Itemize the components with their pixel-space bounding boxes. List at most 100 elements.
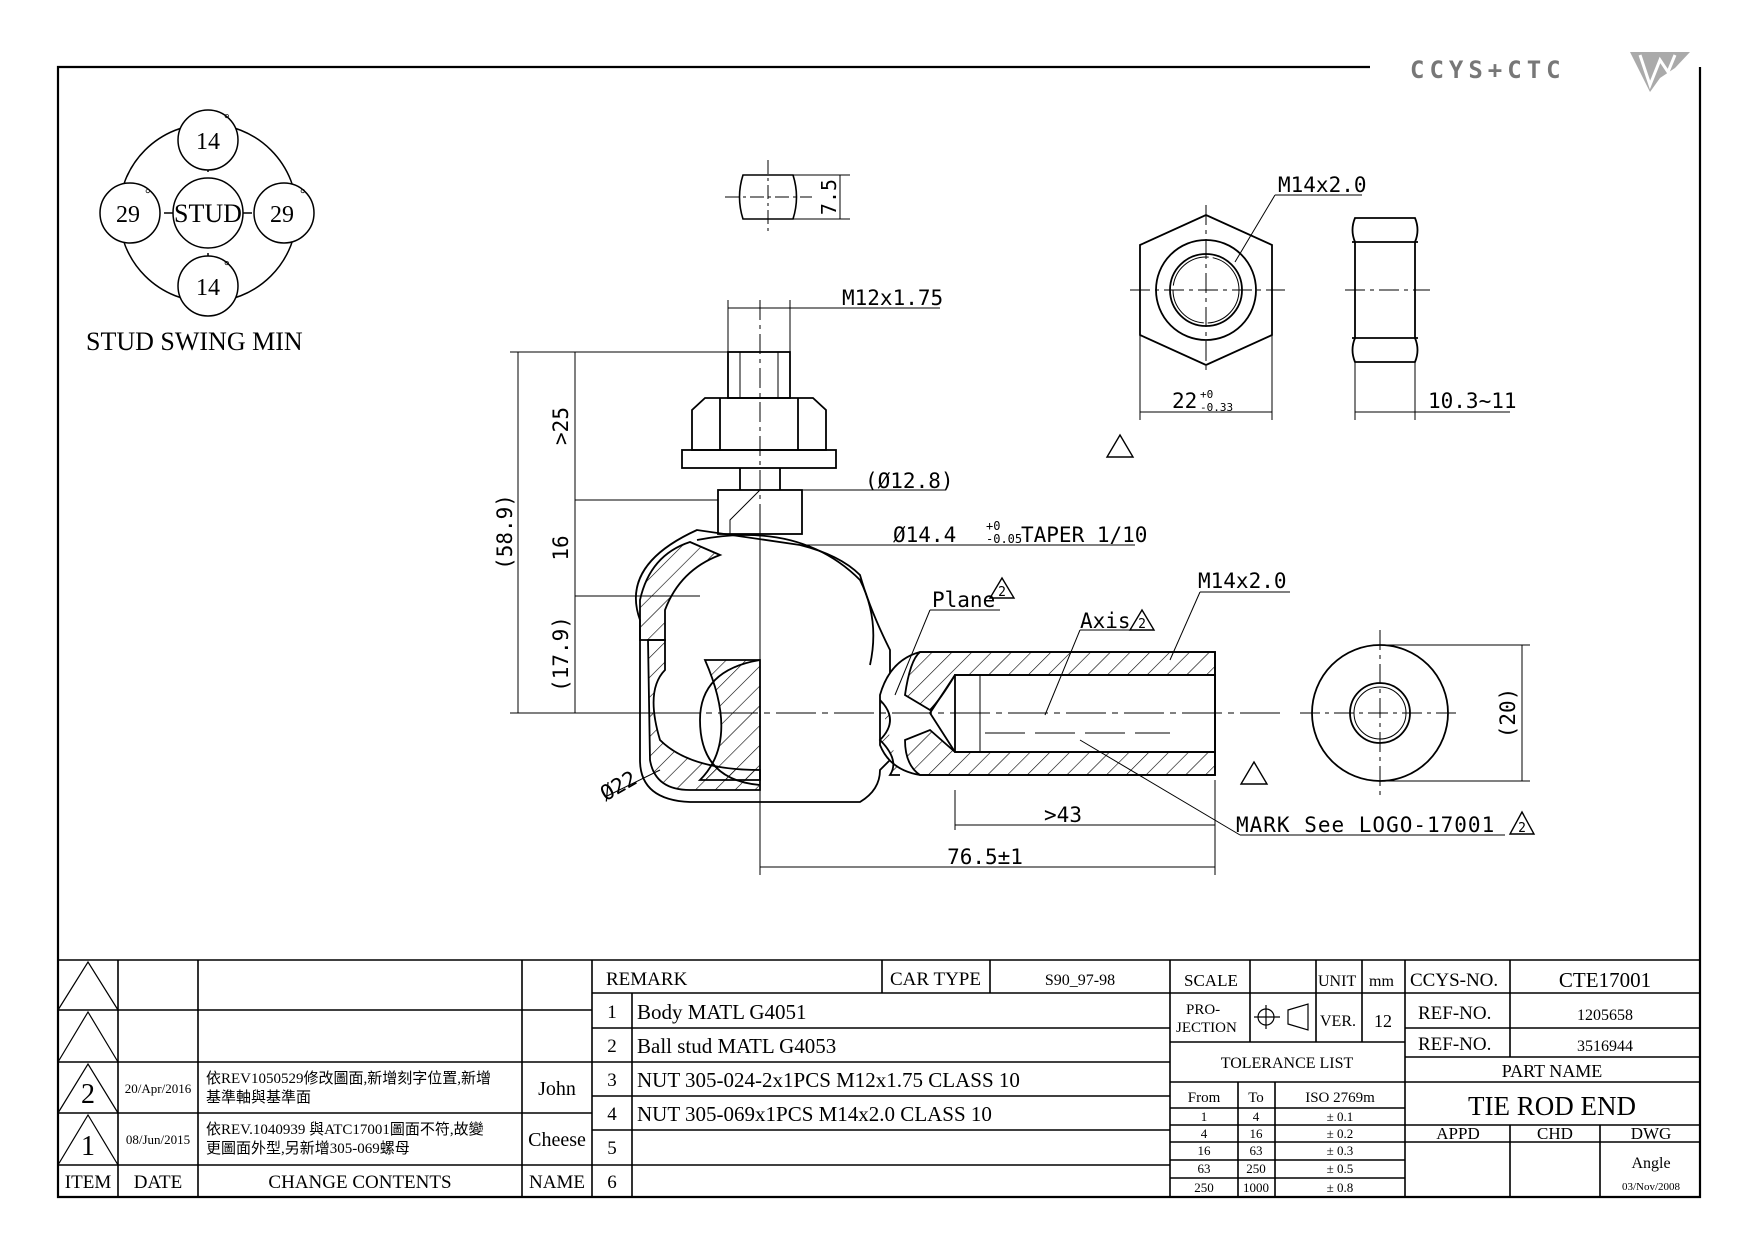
tol-row-1-val: ± 0.1 [1327, 1109, 1354, 1124]
dim-height-25: >25 [549, 407, 573, 445]
ccys-no-value: CTE17001 [1559, 968, 1651, 992]
tolerance-title: TOLERANCE LIST [1221, 1055, 1354, 1072]
rev-row-2-line1: 依REV.1040939 與ATC17001圖面不符,故變 [206, 1121, 484, 1138]
rev-row-1-line1: 依REV1050529修改圖面,新增刻字位置,新增 [206, 1070, 491, 1087]
label-mark: MARK See LOGO-17001 [1236, 813, 1495, 837]
unit-label: UNIT [1318, 973, 1356, 990]
ref2-label: REF-NO. [1418, 1034, 1491, 1055]
remark-3-no: 3 [607, 1070, 617, 1091]
company-logo: CCYS+CTC [1410, 52, 1690, 92]
dim-height-16: 16 [549, 535, 573, 560]
dwg-label: DWG [1631, 1124, 1672, 1143]
remark-5-no: 5 [607, 1138, 617, 1159]
logo-mark-icon [1630, 52, 1690, 92]
dim-height-total: (58.9) [493, 494, 517, 570]
scale-label: SCALE [1184, 971, 1238, 990]
swing-deg-bottom: ° [224, 259, 230, 274]
rev-row-1-date: 20/Apr/2016 [125, 1081, 192, 1096]
swing-top: 14 [196, 129, 220, 155]
swing-center: STUD [174, 199, 242, 228]
dim-taper-tol-up: +0 [986, 519, 1000, 533]
ref2-value: 3516944 [1577, 1038, 1633, 1055]
dwg-date: 03/Nov/2008 [1622, 1181, 1681, 1193]
tol-to-header: To [1248, 1090, 1264, 1106]
rev-row-1-name: John [538, 1078, 576, 1100]
swing-deg-top: ° [224, 112, 230, 127]
ver-value: 12 [1374, 1011, 1392, 1031]
dim-nut-thread: M14x2.0 [1278, 173, 1367, 197]
rev-header-contents: CHANGE CONTENTS [268, 1172, 451, 1193]
remark-2-no: 2 [607, 1036, 617, 1057]
tol-row-5-to: 1000 [1243, 1180, 1269, 1195]
part-name-value: TIE ROD END [1468, 1091, 1636, 1121]
dim-stud-thread: M12x1.75 [842, 286, 943, 310]
title-block-grid [57, 959, 1700, 1197]
ccys-no-label: CCYS-NO. [1410, 970, 1498, 991]
swing-title: STUD SWING MIN [86, 327, 303, 356]
remark-4-no: 4 [607, 1104, 617, 1125]
projection-label-1: PRO- [1186, 1002, 1220, 1018]
dim-taper-tol-lo: -0.05 [986, 532, 1022, 546]
end-view [1300, 630, 1530, 800]
projection-label-2: JECTION [1176, 1020, 1237, 1036]
stud-swing-diagram [99, 109, 315, 317]
dim-nut-af: 22 [1172, 389, 1197, 413]
ref1-label: REF-NO. [1418, 1003, 1491, 1024]
main-dimension-lines [510, 300, 1505, 875]
tol-row-3-to: 63 [1250, 1143, 1263, 1158]
rev-row-2-date: 08/Jun/2015 [126, 1132, 190, 1147]
rev-row-1-item: 2 [81, 1079, 95, 1110]
dim-flat: 7.5 [817, 179, 841, 215]
tol-row-5-val: ± 0.8 [1327, 1180, 1354, 1195]
label-axis: Axis [1080, 609, 1131, 633]
remark-1-no: 1 [607, 1002, 617, 1023]
car-type-value: S90_97-98 [1045, 972, 1115, 989]
tol-row-4-from: 63 [1198, 1161, 1211, 1176]
nut-views [1130, 205, 1430, 375]
dim-len-43: >43 [1044, 803, 1082, 827]
swing-deg-left: ° [145, 187, 151, 202]
rev-mark-axis: 2 [1138, 617, 1146, 632]
tol-row-2-val: ± 0.2 [1327, 1126, 1354, 1141]
rev-mark-plane: 2 [998, 585, 1006, 600]
swing-right: 29 [270, 202, 294, 228]
dim-nut-af-lo: -0.33 [1200, 401, 1233, 414]
rev-header-item: ITEM [65, 1172, 112, 1193]
dim-end-dia: (20) [1496, 688, 1520, 739]
remark-header: REMARK [606, 969, 688, 990]
rev-header-date: DATE [134, 1172, 183, 1193]
tol-row-4-val: ± 0.5 [1327, 1161, 1354, 1176]
tol-row-5-from: 250 [1194, 1180, 1214, 1195]
flat-section [725, 160, 850, 234]
projection-symbol-icon [1254, 1003, 1309, 1031]
tol-row-3-val: ± 0.3 [1327, 1143, 1354, 1158]
tie-rod-end-view [635, 300, 1285, 803]
dim-taper-a: Ø14.4 [893, 523, 956, 547]
part-name-label: PART NAME [1502, 1061, 1602, 1081]
ver-label: VER. [1320, 1013, 1356, 1030]
tol-row-2-to: 16 [1250, 1126, 1264, 1141]
tol-row-2-from: 4 [1201, 1126, 1208, 1141]
dim-len-765: 76.5±1 [947, 845, 1023, 869]
rev-mark-logo: 2 [1518, 821, 1526, 836]
rev-row-2-name: Cheese [528, 1129, 586, 1151]
remark-6-no: 6 [607, 1172, 617, 1193]
chd-label: CHD [1537, 1124, 1573, 1143]
nut-dimension-lines [1139, 194, 1510, 420]
logo-text: CCYS+CTC [1410, 56, 1566, 84]
tol-row-1-from: 1 [1201, 1109, 1208, 1124]
dim-nut-height: 10.3~11 [1428, 389, 1517, 413]
remark-4-text: NUT 305-069x1PCS M14x2.0 CLASS 10 [637, 1102, 992, 1126]
rev-row-2-item: 1 [81, 1131, 95, 1162]
dim-taper-b: TAPER 1/10 [1021, 523, 1147, 547]
dim-neck-dia: (Ø12.8) [865, 469, 954, 493]
tol-from-header: From [1188, 1090, 1221, 1106]
remark-1-text: Body MATL G4051 [637, 1000, 807, 1024]
rev-row-2-line2: 更圖面外型,另新增305-069螺母 [206, 1140, 410, 1157]
car-type-label: CAR TYPE [890, 969, 981, 990]
appd-label: APPD [1436, 1124, 1479, 1143]
dim-height-179: (17.9) [549, 616, 573, 692]
dim-body-thread: M14x2.0 [1198, 569, 1287, 593]
sheet-border [56, 65, 1702, 1199]
